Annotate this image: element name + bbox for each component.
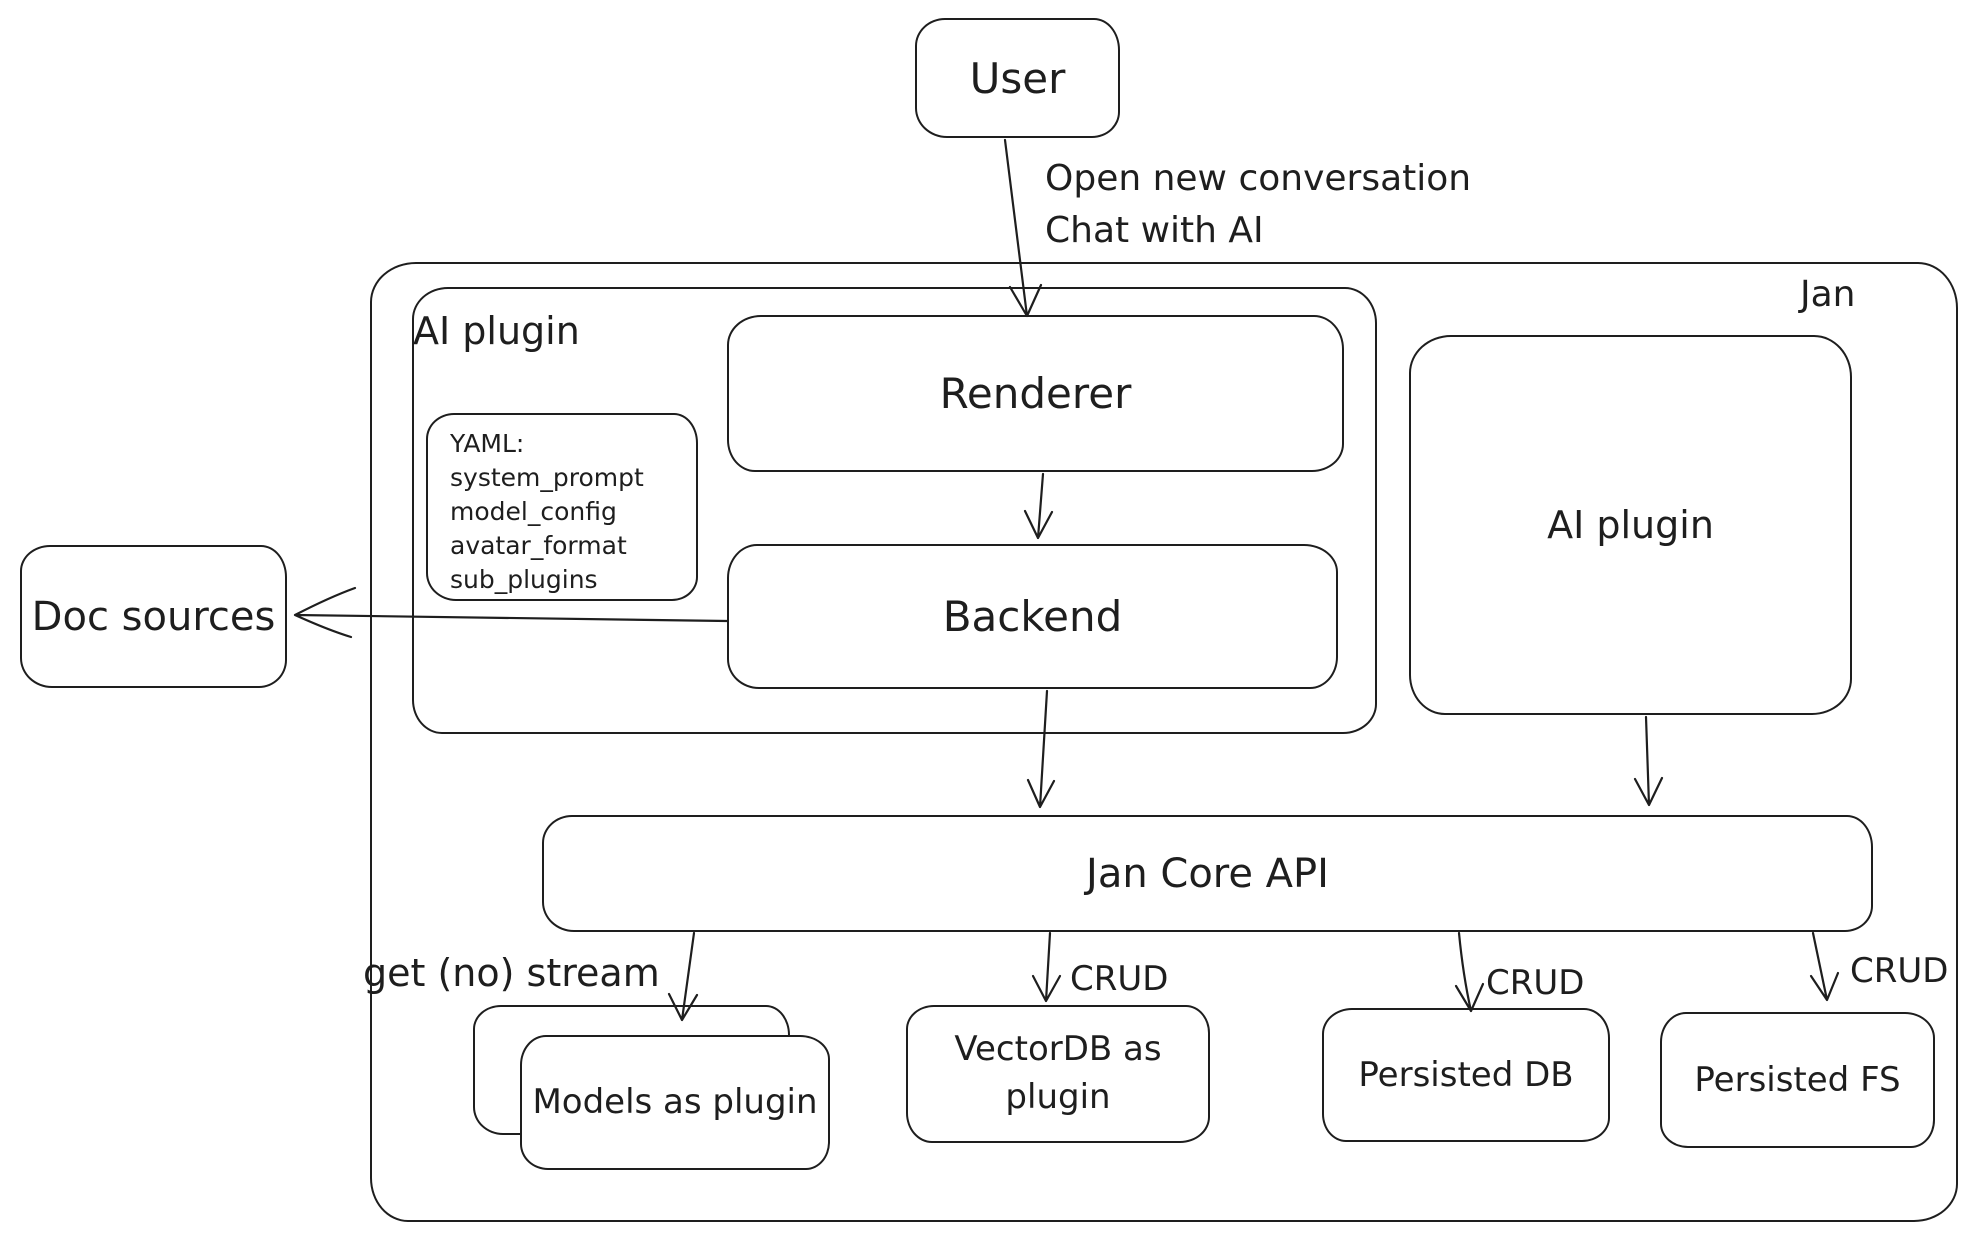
backend-node: Backend bbox=[727, 544, 1338, 689]
models-plugin-node: Models as plugin bbox=[520, 1035, 830, 1170]
edge-label-crud-persisted-db: CRUD bbox=[1486, 963, 1585, 1003]
yaml-line: model_config bbox=[450, 497, 617, 526]
yaml-line: YAML: bbox=[450, 429, 525, 458]
yaml-line: sub_plugins bbox=[450, 565, 598, 594]
jan-boundary-label: Jan bbox=[1800, 274, 1856, 315]
yaml-line: system_prompt bbox=[450, 463, 644, 492]
edge-label-get-no-stream: get (no) stream bbox=[363, 951, 660, 995]
renderer-node: Renderer bbox=[727, 315, 1344, 472]
jan-core-api-node: Jan Core API bbox=[542, 815, 1873, 932]
persisted-fs-node: Persisted FS bbox=[1660, 1012, 1935, 1148]
vectordb-plugin-node-label: VectorDB as plugin bbox=[954, 1029, 1162, 1117]
persisted-fs-node-label: Persisted FS bbox=[1694, 1060, 1901, 1100]
edge-label-open-conversation: Open new conversation bbox=[1045, 158, 1472, 199]
yaml-note-box: YAML: system_prompt model_config avatar_… bbox=[426, 413, 698, 601]
ai-plugin-right-node-label: AI plugin bbox=[1547, 503, 1714, 547]
models-plugin-node-label: Models as plugin bbox=[532, 1081, 818, 1122]
backend-node-label: Backend bbox=[942, 592, 1123, 641]
ai-plugin-right-node: AI plugin bbox=[1409, 335, 1852, 715]
user-node: User bbox=[915, 18, 1120, 138]
vectordb-plugin-node: VectorDB as plugin bbox=[906, 1005, 1210, 1143]
doc-sources-node: Doc sources bbox=[20, 545, 287, 688]
user-node-label: User bbox=[969, 53, 1066, 103]
yaml-line: avatar_format bbox=[450, 531, 627, 560]
persisted-db-node-label: Persisted DB bbox=[1358, 1055, 1574, 1095]
doc-sources-node-label: Doc sources bbox=[31, 593, 276, 640]
jan-core-api-node-label: Jan Core API bbox=[1086, 850, 1329, 897]
renderer-node-label: Renderer bbox=[939, 369, 1132, 418]
persisted-db-node: Persisted DB bbox=[1322, 1008, 1610, 1142]
ai-plugin-container-label: AI plugin bbox=[413, 309, 580, 353]
edge-label-crud-persisted-fs: CRUD bbox=[1850, 951, 1949, 991]
edge-label-chat-with-ai: Chat with AI bbox=[1045, 210, 1264, 251]
edge-label-crud-vectordb: CRUD bbox=[1070, 959, 1169, 999]
